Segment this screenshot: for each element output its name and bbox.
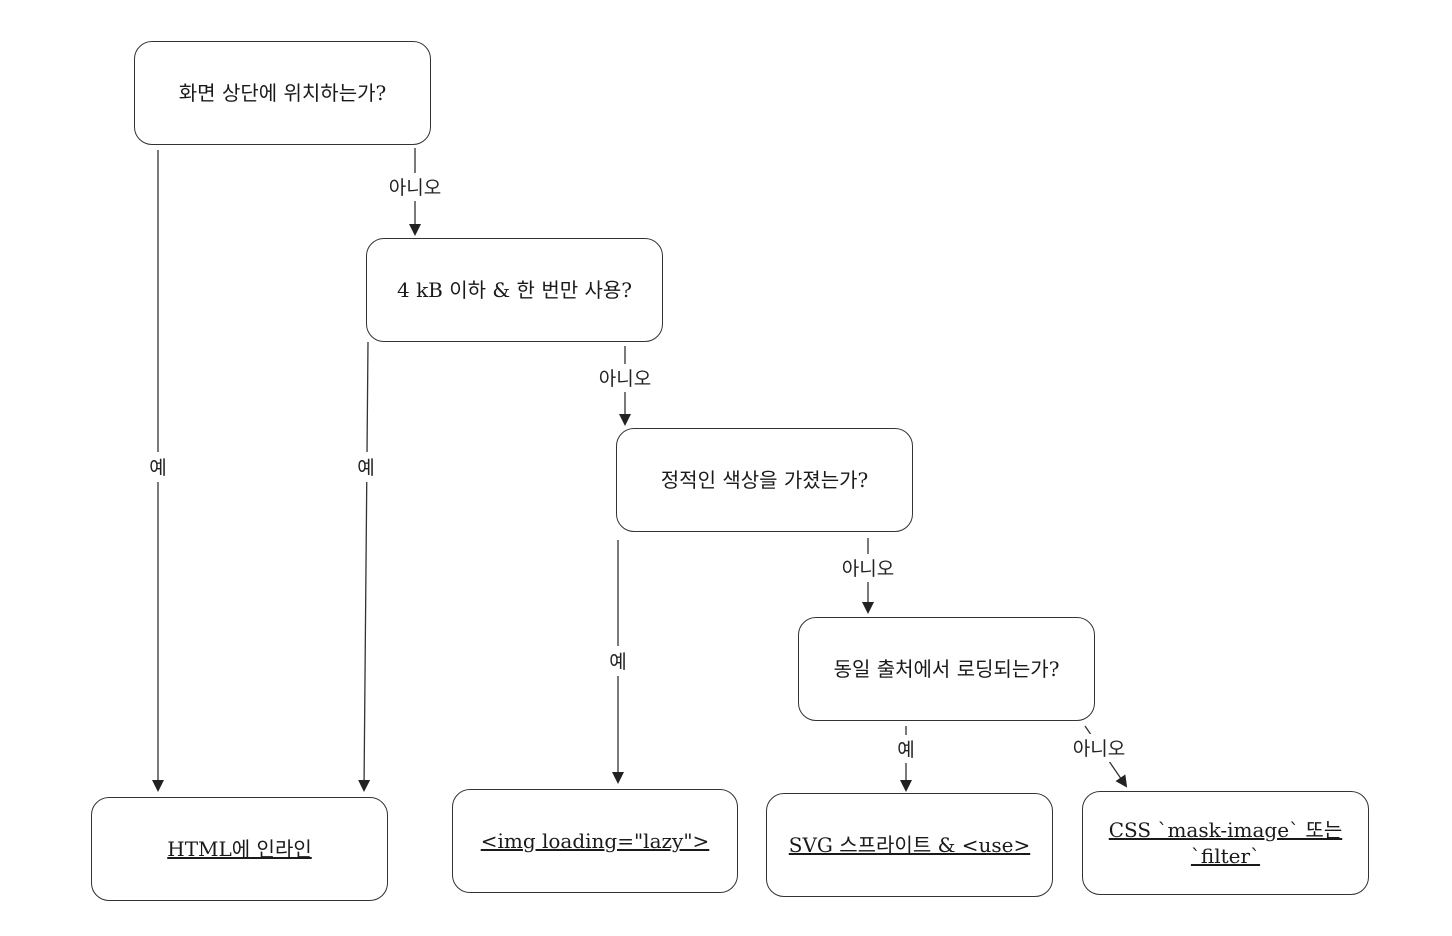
result-css-mask: CSS `mask-image` 또는 `filter` (1082, 791, 1369, 895)
edge-label-d3-no: 아니오 (842, 558, 894, 580)
result-css-mask-text: CSS `mask-image` 또는 `filter` (1108, 818, 1343, 868)
edge-label-d4-yes: 예 (897, 739, 914, 761)
result-svg-sprite-text: SVG 스프라이트 & <use> (788, 833, 1031, 857)
edge-label-d1-yes: 예 (149, 457, 166, 479)
decision-static-color: 정적인 색상을 가졌는가? (616, 428, 913, 532)
edge-label-d3-yes: 예 (609, 651, 626, 673)
decision-static-color-text: 정적인 색상을 가졌는가? (660, 468, 869, 492)
decision-top-of-screen-text: 화면 상단에 위치하는가? (178, 81, 387, 105)
edge-label-d2-no: 아니오 (599, 368, 651, 390)
result-inline-html-text: HTML에 인라인 (167, 837, 312, 861)
edge-label-d2-yes: 예 (357, 457, 374, 479)
result-inline-html: HTML에 인라인 (91, 797, 388, 901)
result-img-lazy-text: <img loading="lazy"> (480, 829, 710, 853)
result-img-lazy: <img loading="lazy"> (452, 789, 738, 893)
decision-same-origin: 동일 출처에서 로딩되는가? (798, 617, 1095, 721)
edge-label-d4-no: 아니오 (1073, 738, 1125, 760)
edge-d2-r1 (358, 341, 371, 792)
decision-size-single-use: 4 kB 이하 & 한 번만 사용? (366, 238, 663, 342)
decision-size-single-use-text: 4 kB 이하 & 한 번만 사용? (396, 278, 632, 302)
result-svg-sprite: SVG 스프라이트 & <use> (766, 793, 1053, 897)
edge-label-d1-no: 아니오 (389, 177, 441, 199)
decision-top-of-screen: 화면 상단에 위치하는가? (134, 41, 431, 145)
decision-same-origin-text: 동일 출처에서 로딩되는가? (833, 657, 1060, 681)
